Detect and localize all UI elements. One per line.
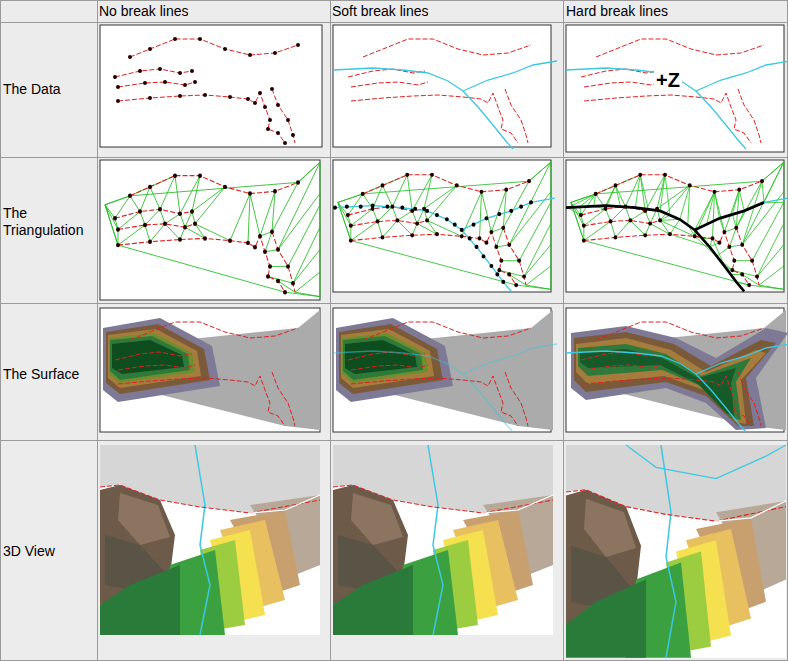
column-header: Hard break lines (566, 3, 784, 20)
row-header: The Surface (3, 366, 95, 383)
axis-label: +Z (654, 69, 682, 91)
row-header: 3D View (3, 543, 95, 560)
column-header: Soft break lines (332, 3, 560, 20)
column-header: No break lines (99, 3, 327, 20)
row-header: The Triangulation (3, 205, 95, 239)
row-header: The Data (3, 81, 95, 98)
